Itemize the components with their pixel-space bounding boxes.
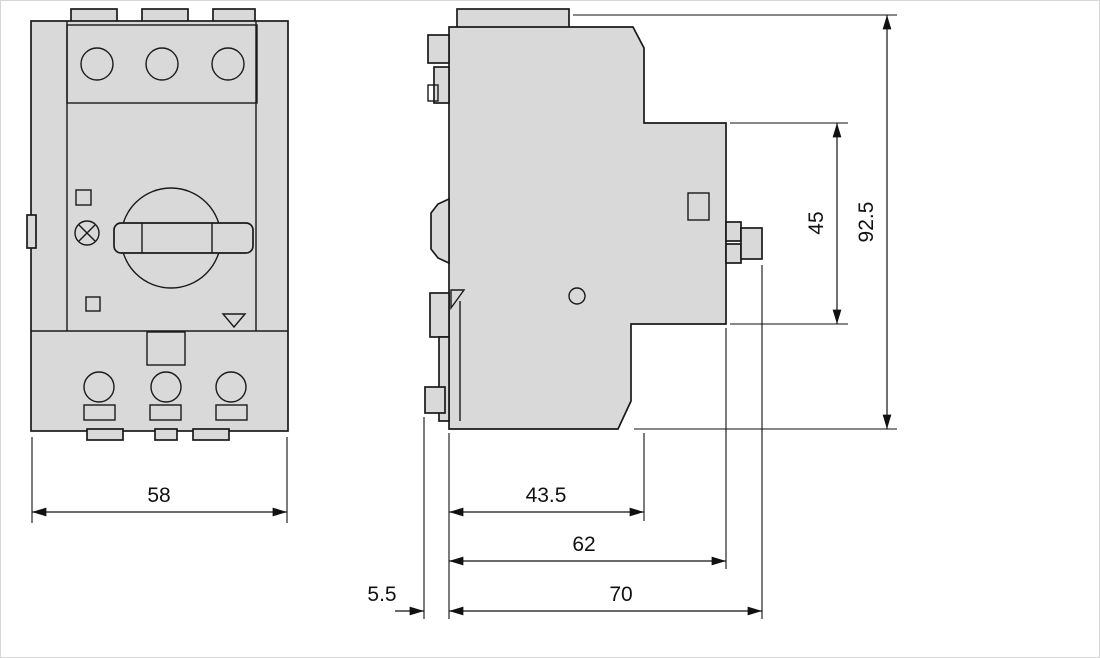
dimension-label-depth-total: 70 (609, 583, 632, 606)
dimension-label-front-width: 58 (147, 484, 170, 507)
rotary-handle-grip-lines (141, 223, 213, 253)
dimensions: 58 43.5 62 70 5.5 45 92.5 (31, 14, 897, 619)
terminal-screw-icon (150, 371, 182, 403)
side-housing (448, 26, 727, 430)
terminal-pad (83, 404, 116, 421)
din-rail-claws (424, 34, 466, 422)
terminal-screw-icon (215, 371, 247, 403)
side-slot (26, 214, 37, 249)
claw-slot (427, 84, 439, 102)
terminal-pad (215, 404, 248, 421)
terminal-screw-icon (145, 47, 179, 81)
front-plate-window (687, 192, 710, 221)
front-top-tabs (70, 8, 256, 24)
test-button (75, 189, 92, 206)
front-bottom-tabs (86, 428, 230, 441)
dimension-label-depth-inner: 43.5 (526, 484, 567, 507)
adjustment-screw-icon (74, 220, 100, 246)
pointer-triangle-icon (221, 313, 247, 329)
handle-side-profile (725, 221, 763, 264)
rotary-handle (113, 222, 254, 254)
side-top-tab (456, 8, 570, 30)
dimension-label-front-section-height: 45 (805, 211, 828, 234)
din-clip (424, 386, 446, 414)
dimension-label-total-height: 92.5 (855, 202, 878, 243)
upper-terminal-block (66, 24, 258, 104)
clip-triangle-icon (450, 289, 466, 311)
dimension-label-rail-offset: 5.5 (367, 583, 396, 606)
terminal-pad (149, 404, 182, 421)
terminal-screw-icon (83, 371, 115, 403)
side-view (424, 8, 763, 430)
front-view (26, 8, 289, 441)
terminal-screw-icon (80, 47, 114, 81)
lower-terminal-clamp (146, 331, 186, 366)
side-screw-hole (568, 287, 586, 305)
dimension-label-depth-mid: 62 (572, 533, 595, 556)
terminal-screw-icon (211, 47, 245, 81)
indicator-square (85, 296, 101, 312)
